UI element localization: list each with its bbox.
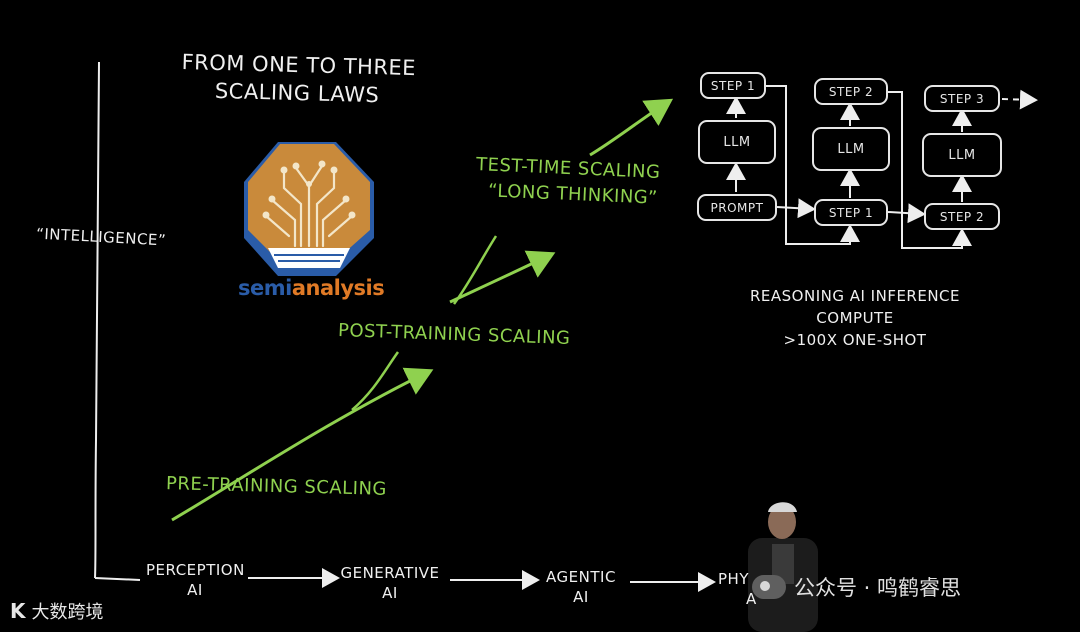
caption-line2: COMPUTE [816,309,894,327]
llm-box-1: LLM [698,120,776,164]
caption-line3: >100X ONE-SHOT [783,331,927,349]
stage-agentic: AGENTIC AI [542,567,620,607]
stage-perception-line2: AI [187,581,203,599]
post-training-curve [449,250,556,304]
presenter-figure [748,502,818,632]
semianalysis-logo-mark [244,142,374,276]
logo-text-semi: semi [238,276,292,300]
llm-box-2: LLM [812,127,890,171]
wechat-watermark-text: 公众号 · 鸣鹤睿思 [794,576,962,600]
brand-logo-icon: K [10,599,26,623]
prompt-box: PROMPT [697,194,777,221]
pre-training-curve [171,367,434,522]
stage-physical: PHY A [718,569,757,609]
step1-output-box: STEP 1 [700,72,766,99]
step2-output-box: STEP 2 [814,78,888,105]
logo-text-analysis: analysis [291,276,385,300]
stage-physical-line2: A [746,590,757,608]
stage-generative-line1: GENERATIVE [340,564,440,582]
stage-generative: GENERATIVE AI [340,563,440,603]
brand-watermark: K 大数跨境 [10,598,104,624]
test-time-curve [589,98,674,157]
reasoning-connectors [726,85,1038,249]
title-line-2: SCALING LAWS [214,78,380,108]
step3-output-box: STEP 3 [924,85,1000,112]
wechat-icon [752,575,786,599]
wechat-watermark: 公众号 · 鸣鹤睿思 [752,572,961,602]
stage-agentic-line1: AGENTIC [546,568,616,586]
llm-box-3: LLM [922,133,1002,177]
slide-title: FROM ONE TO THREE SCALING LAWS [181,48,417,110]
stage-agentic-line2: AI [573,588,589,606]
step1-input-box: STEP 1 [814,199,888,226]
semianalysis-wordmark: semianalysis [238,276,385,300]
stage-perception: PERCEPTION AI [146,560,244,600]
stage-physical-line1: PHY [718,570,749,588]
y-axis [94,61,100,579]
reasoning-caption: REASONING AI INFERENCE COMPUTE >100X ONE… [700,285,1010,351]
stage-perception-line1: PERCEPTION [146,561,245,579]
post-training-branch [351,351,400,411]
step2-input-box: STEP 2 [924,203,1000,230]
stage-generative-line2: AI [382,584,398,602]
brand-watermark-text: 大数跨境 [31,602,104,623]
x-axis [94,577,141,581]
test-time-branch [452,235,498,305]
caption-line1: REASONING AI INFERENCE [749,287,961,305]
